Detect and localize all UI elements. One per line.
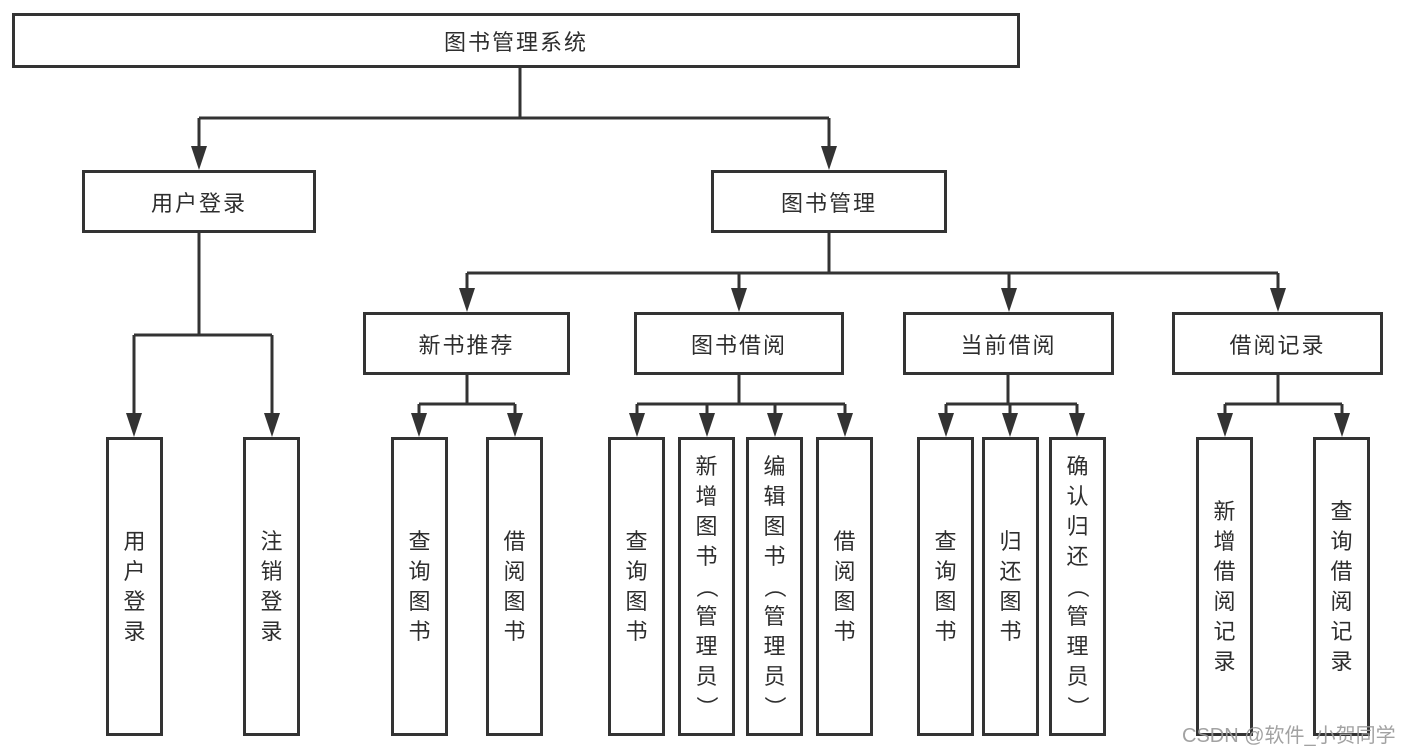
leaf-query-books: 查询图书: [608, 437, 665, 736]
leaf-logout: 注销登录: [243, 437, 300, 736]
leaf-confirm-return-admin-label: 确认归还（管理员）: [1065, 453, 1091, 718]
node-root-label: 图书管理系统: [443, 29, 588, 55]
leaf-add-borrow-record: 新增借阅记录: [1196, 437, 1253, 736]
node-borrowing-records: 借阅记录: [1172, 312, 1383, 375]
leaf-query-borrow-record: 查询借阅记录: [1313, 437, 1370, 736]
leaf-borrow-books-recommend-label: 借阅图书: [503, 528, 526, 644]
leaf-confirm-return-admin: 确认归还（管理员）: [1049, 437, 1106, 736]
leaf-logout-label: 注销登录: [260, 528, 283, 644]
leaf-query-borrow-record-label: 查询借阅记录: [1330, 498, 1353, 674]
leaf-user-login-label: 用户登录: [123, 528, 146, 644]
node-user-login: 用户登录: [82, 170, 316, 233]
node-borrowing-records-label: 借阅记录: [1229, 332, 1326, 358]
node-new-book-recommend-label: 新书推荐: [418, 332, 515, 358]
leaf-return-books: 归还图书: [982, 437, 1039, 736]
node-book-management: 图书管理: [711, 170, 947, 233]
leaf-query-books-current: 查询图书: [917, 437, 974, 736]
csdn-watermark: CSDN @软件_小贺同学: [1182, 725, 1396, 747]
node-current-borrowing-label: 当前借阅: [960, 332, 1057, 358]
node-book-borrowing-label: 图书借阅: [690, 332, 787, 358]
leaf-edit-books-admin-label: 编辑图书（管理员）: [762, 453, 788, 718]
leaf-query-books-label: 查询图书: [625, 528, 648, 644]
leaf-return-books-label: 归还图书: [999, 528, 1022, 644]
leaf-borrow-books-recommend: 借阅图书: [486, 437, 543, 736]
node-new-book-recommend: 新书推荐: [363, 312, 570, 375]
node-current-borrowing: 当前借阅: [903, 312, 1114, 375]
leaf-edit-books-admin: 编辑图书（管理员）: [746, 437, 803, 736]
leaf-borrow-books: 借阅图书: [816, 437, 873, 736]
leaf-add-books-admin-label: 新增图书（管理员）: [694, 453, 720, 718]
leaf-query-books-recommend: 查询图书: [391, 437, 448, 736]
leaf-query-books-recommend-label: 查询图书: [408, 528, 431, 644]
leaf-add-borrow-record-label: 新增借阅记录: [1213, 498, 1236, 674]
node-book-management-label: 图书管理: [780, 190, 877, 216]
arrowheads: [126, 146, 1350, 437]
node-user-login-label: 用户登录: [150, 190, 247, 216]
node-book-borrowing: 图书借阅: [634, 312, 844, 375]
leaf-add-books-admin: 新增图书（管理员）: [678, 437, 735, 736]
leaf-user-login: 用户登录: [106, 437, 163, 736]
leaf-query-books-current-label: 查询图书: [934, 528, 957, 644]
leaf-borrow-books-label: 借阅图书: [833, 528, 856, 644]
node-root-system: 图书管理系统: [12, 13, 1020, 68]
